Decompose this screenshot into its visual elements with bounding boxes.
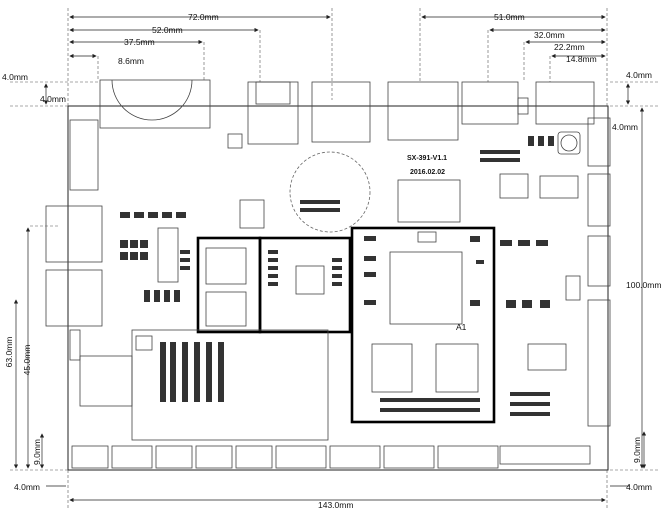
dim-14-8mm: 14.8mm bbox=[566, 54, 597, 64]
dim-bottom-left-4mm: 4.0mm bbox=[14, 482, 40, 492]
dim-52mm: 52.0mm bbox=[152, 25, 183, 35]
dim-22-2mm: 22.2mm bbox=[554, 42, 585, 52]
dim-bottom-143mm: 143.0mm bbox=[318, 500, 353, 510]
dim-100mm: 100.0mm bbox=[626, 280, 661, 290]
left-connectors bbox=[45, 119, 133, 407]
highlight-boxes bbox=[196, 226, 496, 424]
dim-left-4mm-a: 4.0mm bbox=[2, 72, 28, 82]
dim-right-4mm-b: 4.0mm bbox=[612, 122, 638, 132]
components-ic bbox=[131, 173, 581, 441]
dim-32mm: 32.0mm bbox=[534, 30, 565, 40]
dim-9mm-right: 9.0mm bbox=[632, 437, 642, 463]
dim-72mm: 72.0mm bbox=[188, 12, 219, 22]
dim-8-6mm: 8.6mm bbox=[118, 56, 144, 66]
dim-9mm-left: 9.0mm bbox=[32, 439, 42, 465]
passive-components bbox=[120, 136, 554, 416]
dimension-lines bbox=[13, 14, 647, 503]
dim-right-4mm-a: 4.0mm bbox=[626, 70, 652, 80]
right-connectors bbox=[557, 117, 611, 427]
inspection-circle bbox=[289, 151, 371, 233]
dimension-labels: 72.0mm 52.0mm 37.5mm 8.6mm 51.0mm 32.0mm… bbox=[2, 12, 661, 510]
board-marker-label: A1 bbox=[456, 322, 467, 332]
dim-63mm: 63.0mm bbox=[4, 337, 14, 368]
dim-37-5mm: 37.5mm bbox=[124, 37, 155, 47]
dim-51mm: 51.0mm bbox=[494, 12, 525, 22]
dim-45mm: 45.0mm bbox=[22, 345, 32, 376]
board-model-label: SX-391-V1.1 bbox=[407, 155, 447, 162]
top-connectors bbox=[99, 79, 595, 149]
dim-left-4mm-b: 4.0mm bbox=[40, 94, 66, 104]
bottom-connectors bbox=[71, 445, 591, 469]
dim-bottom-right-4mm: 4.0mm bbox=[626, 482, 652, 492]
extension-lines bbox=[10, 8, 660, 510]
board-outline bbox=[67, 105, 609, 471]
board-date-label: 2016.02.02 bbox=[410, 169, 445, 176]
